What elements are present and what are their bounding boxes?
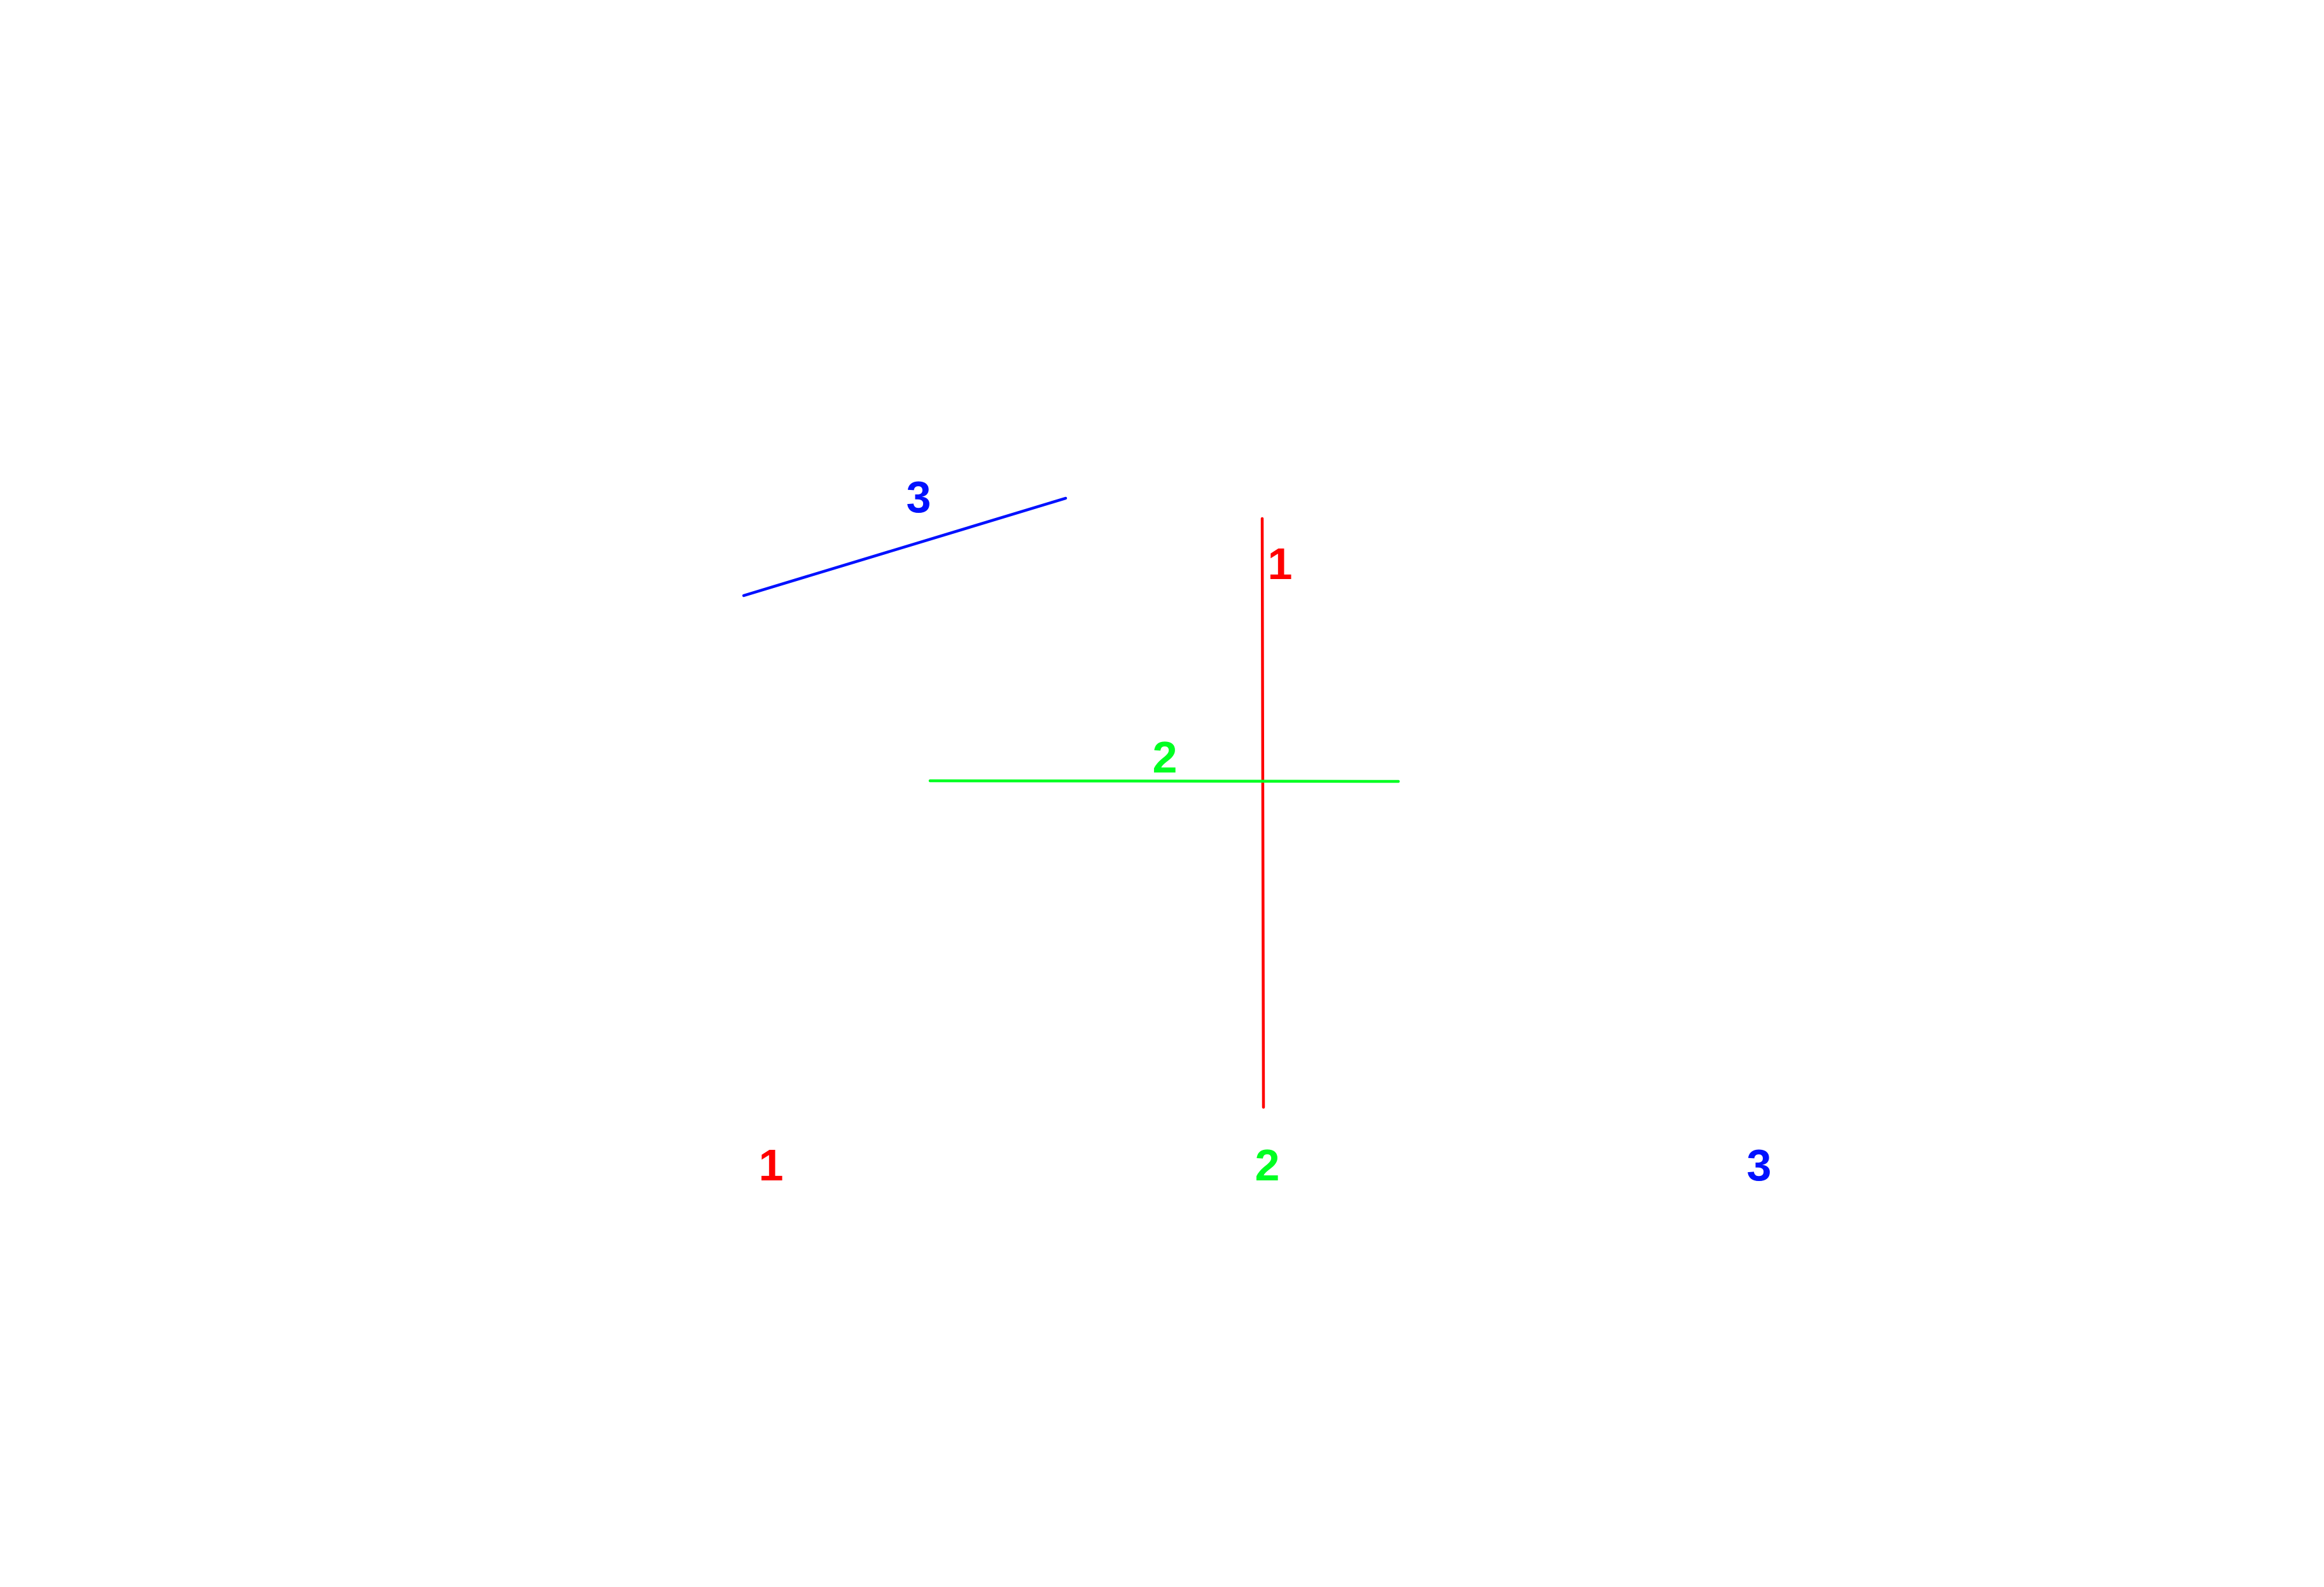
segment-3-label: 3 bbox=[907, 472, 931, 522]
legend-label-3: 3 bbox=[1747, 1140, 1772, 1190]
legend-label-2: 2 bbox=[1255, 1140, 1280, 1190]
segment-2-label: 2 bbox=[1153, 732, 1178, 782]
segment-1-label: 1 bbox=[1268, 539, 1293, 589]
segment-3-line bbox=[742, 496, 1068, 598]
legend-label-1: 1 bbox=[759, 1140, 784, 1190]
segment-1-line bbox=[1260, 517, 1265, 1109]
